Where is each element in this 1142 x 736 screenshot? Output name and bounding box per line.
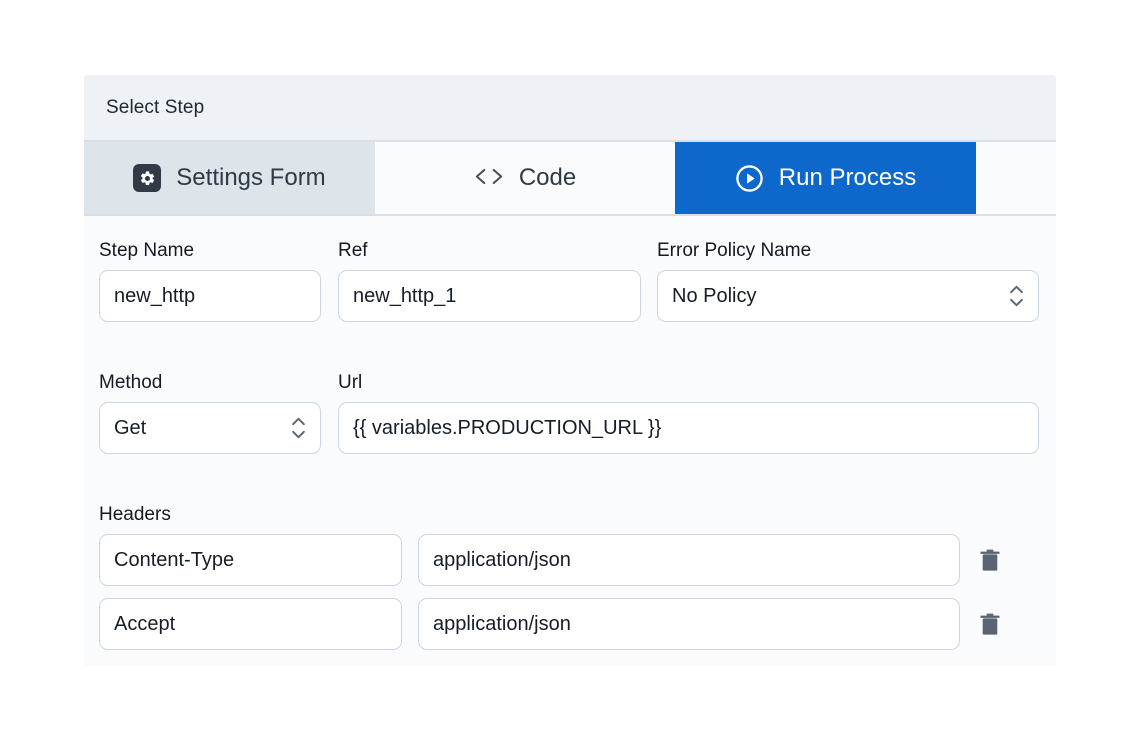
method-label: Method: [99, 372, 163, 393]
field-error-policy: Error Policy Name No Policy: [657, 240, 1039, 322]
settings-form-body: Step Name new_http Ref new_http_1 Error …: [84, 216, 1056, 664]
url-input[interactable]: {{ variables.PRODUCTION_URL }}: [338, 402, 1039, 454]
form-row-request: Method Get Url {{ variables.PRODUCTION_U…: [84, 372, 1056, 462]
error-policy-value: No Policy: [672, 284, 757, 307]
field-step-name: Step Name new_http: [99, 240, 321, 322]
code-brackets-icon: [474, 165, 504, 192]
tab-code[interactable]: Code: [375, 142, 675, 214]
tab-bar-filler: [976, 142, 1056, 214]
tab-code-label: Code: [518, 164, 577, 191]
tab-settings-form-label: Settings Form: [176, 164, 326, 191]
header-key-input[interactable]: Content-Type: [99, 534, 402, 586]
header-value-input[interactable]: application/json: [418, 598, 960, 650]
ref-input[interactable]: new_http_1: [338, 270, 641, 322]
play-circle-icon: [735, 164, 764, 193]
error-policy-select[interactable]: No Policy: [657, 270, 1039, 322]
headers-label: Headers: [99, 504, 171, 525]
step-name-input[interactable]: new_http: [99, 270, 321, 322]
gear-icon: [133, 164, 162, 192]
field-method: Method Get: [99, 372, 321, 454]
delete-header-button[interactable]: [960, 549, 1020, 572]
trash-icon: [980, 549, 1000, 572]
page-title: Select Step: [106, 96, 205, 118]
ref-label: Ref: [338, 240, 368, 261]
chevron-updown-icon[interactable]: [291, 417, 306, 439]
step-name-label: Step Name: [99, 240, 195, 261]
tab-settings-form[interactable]: Settings Form: [84, 142, 375, 214]
field-url: Url {{ variables.PRODUCTION_URL }}: [338, 372, 1039, 454]
tab-run-process-label: Run Process: [778, 164, 917, 191]
header-row: Content-Type application/json: [99, 534, 1056, 586]
tab-bar: Settings Form Code Run: [84, 142, 1056, 216]
headers-section: Headers Content-Type application/json: [84, 504, 1056, 662]
field-ref: Ref new_http_1: [338, 240, 641, 322]
delete-header-button[interactable]: [960, 613, 1020, 636]
url-label: Url: [338, 372, 363, 393]
header-value-input[interactable]: application/json: [418, 534, 960, 586]
trash-icon: [980, 613, 1000, 636]
method-select[interactable]: Get: [99, 402, 321, 454]
select-step-panel: Select Step Settings Form: [84, 75, 1056, 666]
chevron-updown-icon[interactable]: [1009, 285, 1024, 307]
error-policy-label: Error Policy Name: [657, 240, 812, 261]
panel-header: Select Step: [84, 75, 1056, 142]
form-row-identity: Step Name new_http Ref new_http_1 Error …: [84, 240, 1056, 330]
method-value: Get: [114, 416, 147, 439]
header-row: Accept application/json: [99, 598, 1056, 650]
header-key-input[interactable]: Accept: [99, 598, 402, 650]
tab-run-process[interactable]: Run Process: [675, 142, 976, 214]
